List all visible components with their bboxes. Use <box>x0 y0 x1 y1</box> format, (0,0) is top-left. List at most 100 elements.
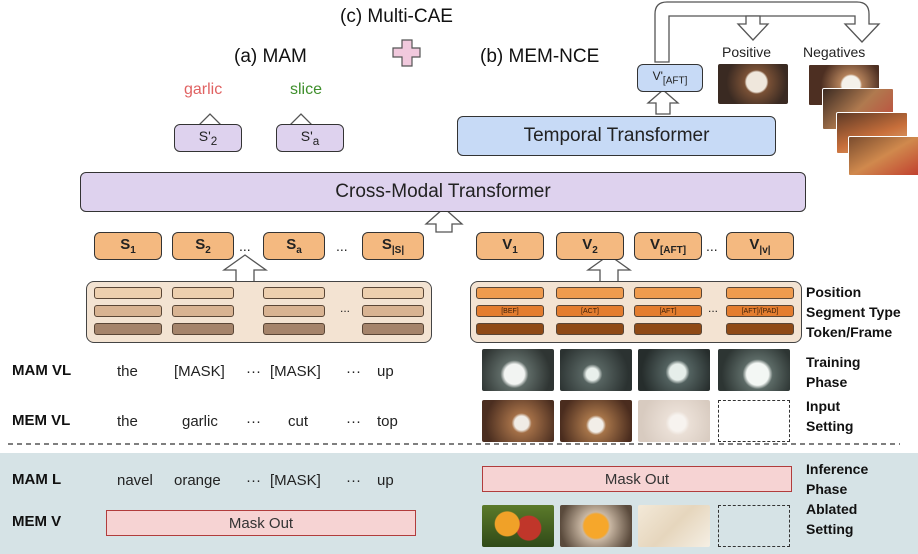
mem-v-frame-2 <box>560 505 632 547</box>
embedding-token-bar <box>172 323 234 335</box>
mam-vl-word: [MASK] <box>174 363 225 380</box>
mam-vl-word: the <box>117 363 138 380</box>
mask-out-video-label: Mask Out <box>604 470 670 488</box>
mem-vl-word: ··· <box>346 413 361 430</box>
mam-l-word: ··· <box>346 472 361 489</box>
arrow-retrieval <box>654 1 881 63</box>
embedding-token-bar <box>263 323 325 335</box>
side-label-phase: Phase <box>806 374 848 390</box>
video-token-v-last-label: V|v| <box>749 236 771 256</box>
output-word-garlic: garlic <box>184 81 223 98</box>
embedding-position-bar <box>634 287 702 299</box>
mask-out-text-label: Mask Out <box>228 514 294 532</box>
mam-vl-frame-4 <box>718 349 790 391</box>
mem-v-frame-1 <box>482 505 554 547</box>
text-token-sa-label: Sa <box>286 236 302 256</box>
embedding-token-bar <box>476 323 544 335</box>
mam-vl-frame-1 <box>482 349 554 391</box>
temporal-transformer: Temporal Transformer <box>457 116 776 156</box>
predicted-token-s2: S'2 <box>174 124 242 152</box>
row-label-mam-vl: MAM VL <box>12 362 72 379</box>
video-token-v1-label: V1 <box>502 236 518 256</box>
side-label-ablated: Ablated <box>806 501 858 517</box>
side-label-setting-2: Setting <box>806 521 854 537</box>
predicted-video-aft-label: V'[AFT] <box>652 69 688 87</box>
embedding-token-bar <box>362 323 424 335</box>
cross-modal-transformer-label: Cross-Modal Transformer <box>335 181 551 202</box>
mam-l-word: orange <box>174 472 221 489</box>
embedding-label-position: Position <box>806 284 862 300</box>
embedding-token-bar <box>726 323 794 335</box>
embedding-segment-bar: [AFT]/[PAD] <box>726 305 794 317</box>
video-token-v-aft-label: V[AFT] <box>649 236 687 256</box>
predicted-video-aft: V'[AFT] <box>637 64 703 92</box>
side-label-phase-2: Phase <box>806 481 848 497</box>
predicted-token-sa: S'a <box>276 124 344 152</box>
mam-l-word: up <box>377 472 394 489</box>
negatives-label: Negatives <box>803 44 866 60</box>
text-token-ellipsis-2: ... <box>336 238 348 254</box>
row-label-mem-vl: MEM VL <box>12 412 71 429</box>
mam-vl-frame-2 <box>560 349 632 391</box>
arrow-to-positive <box>736 15 770 41</box>
cross-modal-transformer: Cross-Modal Transformer <box>80 172 806 212</box>
video-embedding-ellipsis: ... <box>708 301 719 315</box>
embedding-position-bar <box>556 287 624 299</box>
mam-l-word: ··· <box>246 472 261 489</box>
embedding-token-bar <box>94 323 162 335</box>
mem-vl-frame-2 <box>560 400 632 442</box>
mam-vl-word: ··· <box>346 363 361 380</box>
embedding-token-bar <box>556 323 624 335</box>
negative-frame-4 <box>848 136 918 176</box>
plus-icon <box>392 39 421 67</box>
video-token-v2-label: V2 <box>582 236 598 256</box>
embedding-segment-bar: [AFT] <box>634 305 702 317</box>
mam-l-word: [MASK] <box>270 472 321 489</box>
text-token-s1: S1 <box>94 232 162 260</box>
positive-label: Positive <box>722 44 772 60</box>
title-mem-nce: (b) MEM-NCE <box>480 46 600 67</box>
side-label-input: Input <box>806 398 841 414</box>
row-label-mam-l: MAM L <box>12 471 62 488</box>
embedding-position-bar <box>362 287 424 299</box>
video-token-v-last: V|v| <box>726 232 794 260</box>
embedding-segment-bar: [BEF] <box>476 305 544 317</box>
mam-vl-word: ··· <box>246 363 261 380</box>
side-label-training: Training <box>806 354 861 370</box>
mem-vl-word: cut <box>288 413 309 430</box>
embedding-segment-bar <box>362 305 424 317</box>
embedding-segment-bar <box>263 305 325 317</box>
mem-vl-word: the <box>117 413 138 430</box>
embedding-label-token: Token/Frame <box>806 324 893 340</box>
video-token-v2: V2 <box>556 232 624 260</box>
mam-vl-frame-3 <box>638 349 710 391</box>
predicted-token-sa-label: S'a <box>300 128 320 148</box>
mask-out-video: Mask Out <box>482 466 792 492</box>
text-token-sa: Sa <box>263 232 325 260</box>
row-label-mem-v: MEM V <box>12 513 62 530</box>
mem-vl-word: garlic <box>182 413 218 430</box>
mask-out-text: Mask Out <box>106 510 416 536</box>
embedding-position-bar <box>726 287 794 299</box>
predicted-token-s2-label: S'2 <box>198 128 218 148</box>
output-word-slice: slice <box>290 81 323 98</box>
video-token-v1: V1 <box>476 232 544 260</box>
embedding-token-bar <box>634 323 702 335</box>
video-token-v-aft: V[AFT] <box>634 232 702 260</box>
text-token-s2-label: S2 <box>195 236 211 256</box>
mem-vl-frame-3 <box>638 400 710 442</box>
text-token-ellipsis-1: ... <box>239 238 251 254</box>
arrow-up-cross-modal <box>424 207 464 233</box>
embedding-position-bar <box>94 287 162 299</box>
text-embedding-ellipsis: ... <box>340 301 351 315</box>
side-label-inference: Inference <box>806 461 869 477</box>
embedding-position-bar <box>172 287 234 299</box>
text-token-s-last: S|S| <box>362 232 424 260</box>
embedding-segment-bar <box>94 305 162 317</box>
video-token-ellipsis: ... <box>706 238 718 254</box>
temporal-transformer-label: Temporal Transformer <box>523 125 710 146</box>
embedding-segment-bar: [ACT] <box>556 305 624 317</box>
mam-vl-word: [MASK] <box>270 363 321 380</box>
mem-vl-word: ··· <box>246 413 261 430</box>
text-token-s2: S2 <box>172 232 234 260</box>
